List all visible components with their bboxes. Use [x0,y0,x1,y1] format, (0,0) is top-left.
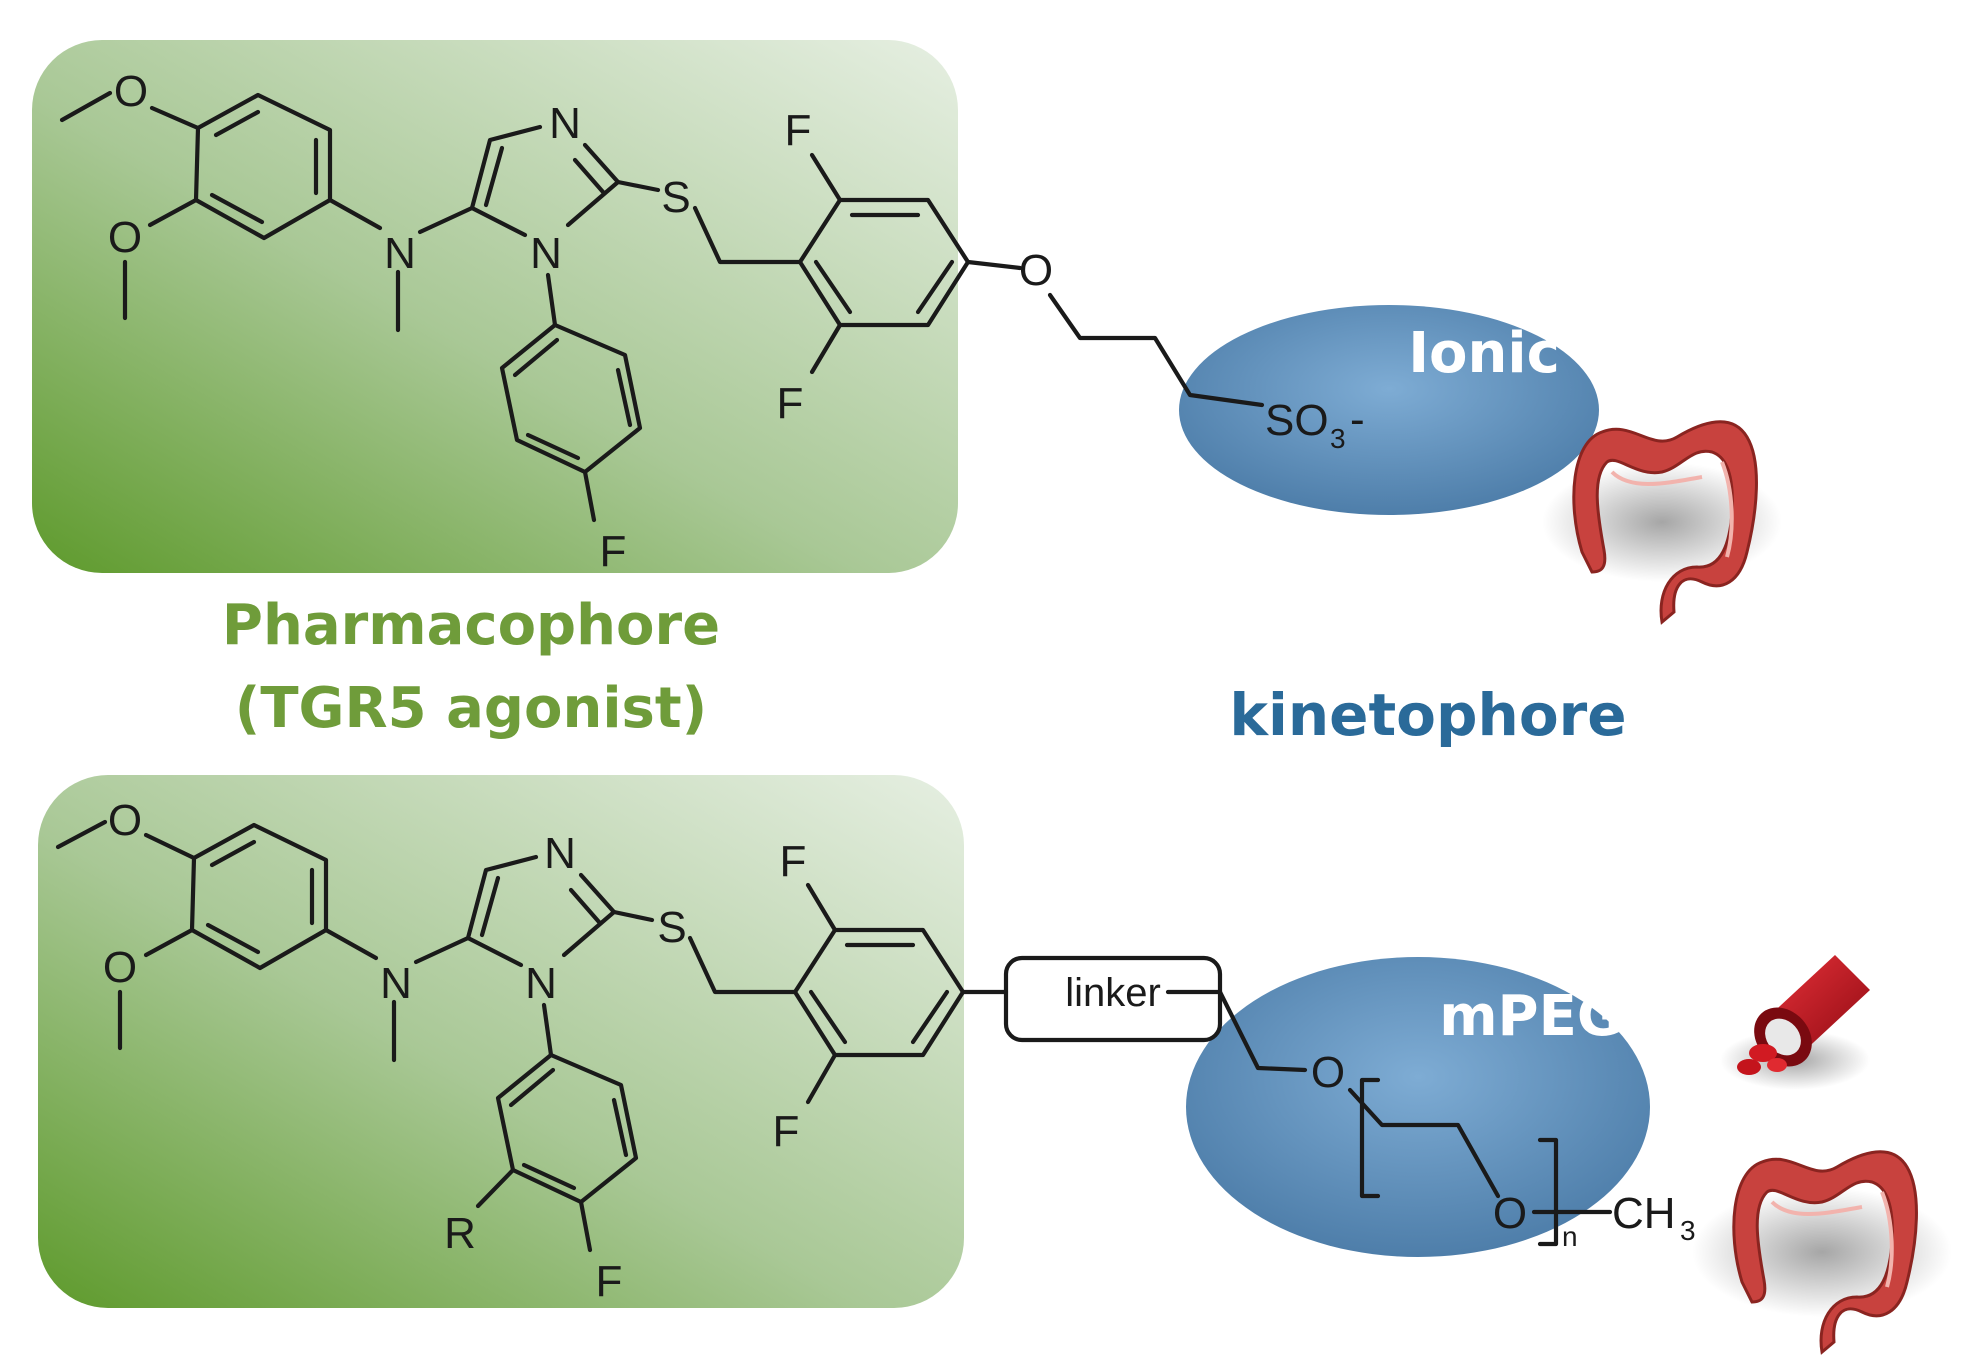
pharmacophore-label-line2: (TGR5 agonist) [235,676,707,741]
atom-o: O [108,213,142,262]
ionic-ellipse [1179,305,1599,515]
atom-n: N [530,229,562,278]
atom-f: F [785,106,812,155]
atom-f: F [780,837,807,886]
atom-f: F [773,1107,800,1156]
top-structure [59,90,1265,523]
kinetophore-label: kinetophore [1229,681,1626,749]
mpeg-ellipse [1186,957,1650,1257]
ionic-label: Ionic [1408,321,1560,386]
atom-r: R [444,1209,476,1258]
pharmacophore-label-line1: Pharmacophore [222,593,720,658]
mpeg-label: mPEG [1439,984,1623,1049]
atom-n: N [384,229,416,278]
atom-o: O [114,67,148,116]
atom-o: O [103,943,137,992]
colon-icon [1692,1150,1952,1355]
linker-box [1003,955,1223,1043]
atom-n-subscript: n [1562,1221,1578,1252]
atom-n: N [544,829,576,878]
atom-ch3-subscript: 3 [1680,1215,1696,1246]
atom-s: S [661,173,690,222]
atom-s: S [657,903,686,952]
atom-f: F [596,1257,623,1306]
colon-icon [1542,420,1782,625]
atom-so3-subscript: 3 [1330,423,1346,454]
atom-ch3: CH [1612,1189,1676,1238]
blood-vessel-icon [1720,955,1870,1090]
atom-f: F [600,527,627,576]
atom-n: N [525,959,557,1008]
pharmacophore-box-top [32,40,958,573]
atom-o: O [1493,1189,1527,1238]
linker-label: linker [1065,971,1161,1015]
pharmacophore-box-bottom [38,775,964,1308]
atom-f: F [777,379,804,428]
atom-so3-charge: - [1350,395,1365,444]
bottom-structure [55,819,1613,1253]
atom-n: N [549,99,581,148]
atom-o: O [1311,1048,1345,1097]
atom-so3: SO [1265,396,1329,445]
atom-o: O [108,796,142,845]
atom-n: N [380,959,412,1008]
atom-o: O [1019,246,1053,295]
